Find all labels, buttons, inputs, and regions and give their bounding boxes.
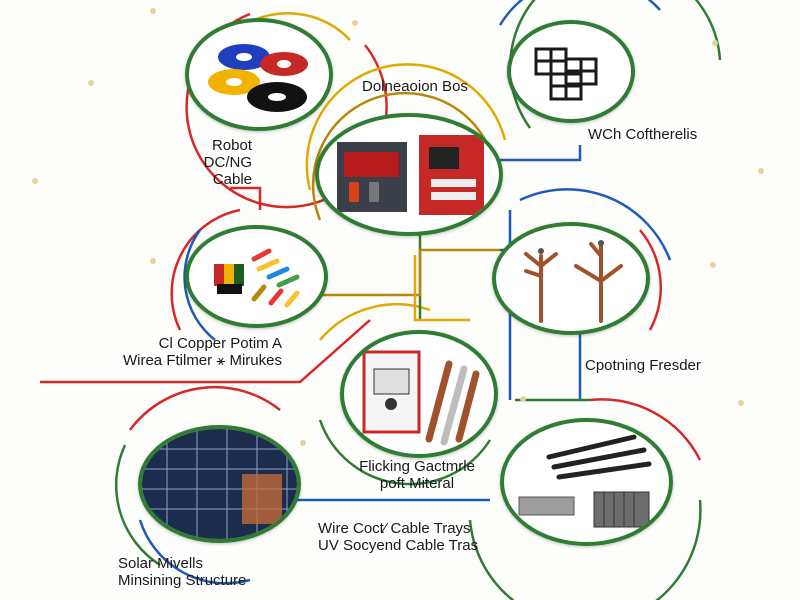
decor-dot	[150, 8, 156, 14]
connector-node	[507, 20, 635, 123]
lightning-rod-icon	[524, 240, 623, 323]
cabinet-node	[315, 113, 503, 236]
meter-node	[340, 330, 498, 458]
meter-box-icon	[362, 350, 480, 446]
decor-dot	[150, 258, 156, 264]
decor-dot	[520, 396, 526, 402]
copper-label: Cl Copper Potim A Wirea Ftilmer ⚹ Miruke…	[122, 335, 282, 369]
decor-dot	[758, 168, 764, 174]
cable-tray-node	[500, 418, 673, 546]
cable-tray-icon	[518, 434, 652, 528]
wch-label: WCh Coftherelis	[588, 126, 698, 143]
decor-dot	[32, 178, 38, 184]
solar-panel-icon	[142, 429, 297, 539]
solar-node	[138, 425, 301, 543]
terminals-node	[185, 225, 328, 328]
black-connector-icon	[534, 47, 598, 101]
decor-dot	[300, 440, 306, 446]
tape-rolls-node	[185, 18, 333, 131]
decor-dot	[712, 40, 718, 46]
connection-box-label: Dolneaoion Bos	[362, 78, 468, 95]
solar-label: Solar Mivells Minsining Structure	[118, 555, 247, 589]
robot-cable-label: Robot DC/NG Cable	[203, 137, 252, 188]
wire-terminal-icon	[214, 248, 300, 308]
lightning-rod-node	[492, 222, 650, 335]
distribution-cabinet-icon	[337, 135, 484, 215]
cpotning-label: Cpotning Fresder	[585, 357, 701, 374]
decor-dot	[88, 80, 94, 86]
decor-dot	[738, 400, 744, 406]
flicking-label: Flicking Gactmrle poft Miteral	[359, 458, 475, 492]
decor-dot	[710, 262, 716, 268]
wire-cable-label: Wire Coct⁄ Cable Trays UV Socyend Cable …	[318, 520, 479, 554]
decor-dot	[352, 20, 358, 26]
electrical-tape-icon	[208, 44, 308, 112]
